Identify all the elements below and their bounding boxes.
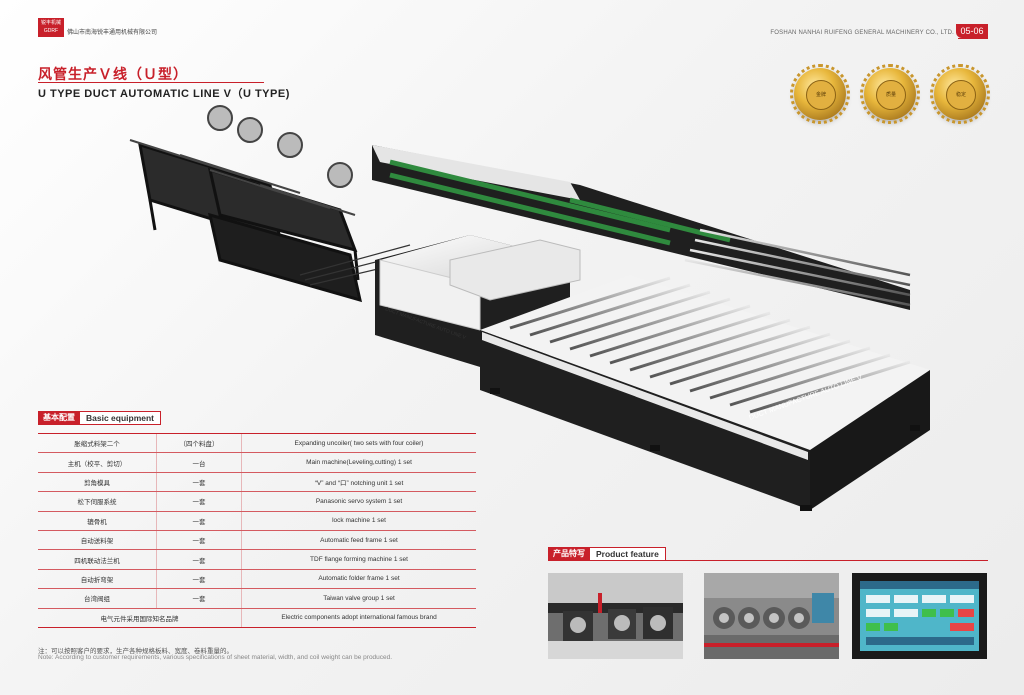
equipment-en: Automatic feed frame 1 set <box>241 530 476 551</box>
feature-photo-control-screen <box>852 573 987 659</box>
page-title-en: U TYPE DUCT AUTOMATIC LINE V（U TYPE) <box>38 88 290 100</box>
equipment-cn: 松下伺服系统 <box>38 491 157 512</box>
equipment-en: Automatic folder frame 1 set <box>241 569 476 590</box>
table-row: 辘骨机 一套 lock machine 1 set <box>38 511 476 531</box>
feature-photo-forming-unit <box>704 573 839 659</box>
coil-spindles <box>129 105 356 216</box>
equipment-cn: 自动送料架 <box>38 530 157 551</box>
gold-medal-icon: 质量 <box>860 64 920 124</box>
title-divider <box>38 82 264 83</box>
table-row: 自动送料架 一套 Automatic feed frame 1 set <box>38 530 476 551</box>
equipment-cn: 辘骨机 <box>38 511 157 531</box>
equipment-en: Panasonic servo system 1 set <box>241 491 476 512</box>
equipment-cn: 胀缩式料架二个 <box>38 432 157 454</box>
equipment-cn: 剪角模具 <box>38 472 157 493</box>
equipment-en: Expanding uncoiler( two sets with four c… <box>241 432 476 454</box>
page-number: 05-06 <box>956 24 988 38</box>
table-row: 台湾阀组 一套 Taiwan valve group 1 set <box>38 588 476 609</box>
product-feature-header: 产品特写 Product feature <box>548 547 666 561</box>
feature-divider <box>548 560 988 561</box>
product-feature-label-en: Product feature <box>590 547 666 561</box>
page-title-cn: 风管生产Ｖ线（Ｕ型） <box>38 66 188 82</box>
equipment-qty: 一套 <box>156 569 242 590</box>
basic-equipment-header: 基本配置 Basic equipment <box>38 411 162 425</box>
footer-en: Electric components adopt international … <box>241 608 476 628</box>
gold-medal-icon: 金牌 <box>790 64 850 124</box>
medal-label: 稳定 <box>946 80 976 110</box>
feature-photo-rollers <box>548 573 683 659</box>
table-row: 自动折弯架 一套 Automatic folder frame 1 set <box>38 569 476 590</box>
green-conveyor <box>389 159 731 246</box>
equipment-qty: 一台 <box>156 452 242 473</box>
equipment-en: TDF flange forming machine 1 set <box>241 549 476 570</box>
equipment-qty: 一套 <box>156 472 242 493</box>
company-name-en: FOSHAN NANHAI RUIFENG GENERAL MACHINERY … <box>770 30 954 36</box>
header-divider <box>958 38 988 39</box>
roller-table <box>509 276 911 414</box>
table-row: 主机（校平、剪切） 一台 Main machine(Leveling,cutti… <box>38 452 476 473</box>
equipment-en: lock machine 1 set <box>241 511 476 531</box>
equipment-qty: （四个料盘） <box>156 432 242 454</box>
table-row: 四机联动法兰机 一套 TDF flange forming machine 1 … <box>38 549 476 570</box>
equipment-cn: 自动折弯架 <box>38 569 157 590</box>
equipment-qty: 一套 <box>156 588 242 609</box>
basic-equipment-label-en: Basic equipment <box>80 411 162 425</box>
medal-label: 金牌 <box>806 80 836 110</box>
company-logo: 锐丰机械 GDRF <box>38 18 64 37</box>
equipment-table: 胀缩式料架二个 （四个料盘） Expanding uncoiler( two s… <box>38 432 476 628</box>
medal-label: 质量 <box>876 80 906 110</box>
equipment-qty: 一套 <box>156 549 242 570</box>
table-row: 胀缩式料架二个 （四个料盘） Expanding uncoiler( two s… <box>38 432 476 454</box>
logo-text-cn: 锐丰机械 <box>40 20 61 26</box>
equipment-cn: 四机联动法兰机 <box>38 549 157 570</box>
note-en: Note: According to customer requirements… <box>38 654 393 661</box>
equipment-en: “V” and “口” notching unit 1 set <box>241 472 476 493</box>
note-cn: 注：可以按照客户的要求，生产各种规格板料、宽度、卷料重量的。 <box>38 648 233 655</box>
equipment-qty: 一套 <box>156 511 242 531</box>
basic-equipment-label-cn: 基本配置 <box>38 411 80 425</box>
gold-medal-icon: 稳定 <box>930 64 990 124</box>
equipment-en: Main machine(Leveling,cutting) 1 set <box>241 452 476 473</box>
company-name-cn: 佛山市南海锐丰通用机械有限公司 <box>67 30 158 36</box>
equipment-en: Taiwan valve group 1 set <box>241 588 476 609</box>
equipment-cn: 台湾阀组 <box>38 588 157 609</box>
product-feature-label-cn: 产品特写 <box>548 547 590 561</box>
equipment-qty: 一套 <box>156 530 242 551</box>
logo-text-en: GDRF <box>43 28 59 34</box>
table-row-footer: 电气元件采用国际知名品牌 Electric components adopt i… <box>38 608 476 628</box>
table-row: 松下伺服系统 一套 Panasonic servo system 1 set <box>38 491 476 512</box>
equipment-qty: 一套 <box>156 491 242 512</box>
uncoiler-rack <box>138 142 363 303</box>
footer-cn: 电气元件采用国际知名品牌 <box>38 608 242 628</box>
duct-line-machine-illustration: DUCT MANUFACTURE AUTO LINE V DUCT MANUFA… <box>129 105 930 511</box>
equipment-cn: 主机（校平、剪切） <box>38 452 157 473</box>
table-row: 剪角模具 一套 “V” and “口” notching unit 1 set <box>38 472 476 493</box>
